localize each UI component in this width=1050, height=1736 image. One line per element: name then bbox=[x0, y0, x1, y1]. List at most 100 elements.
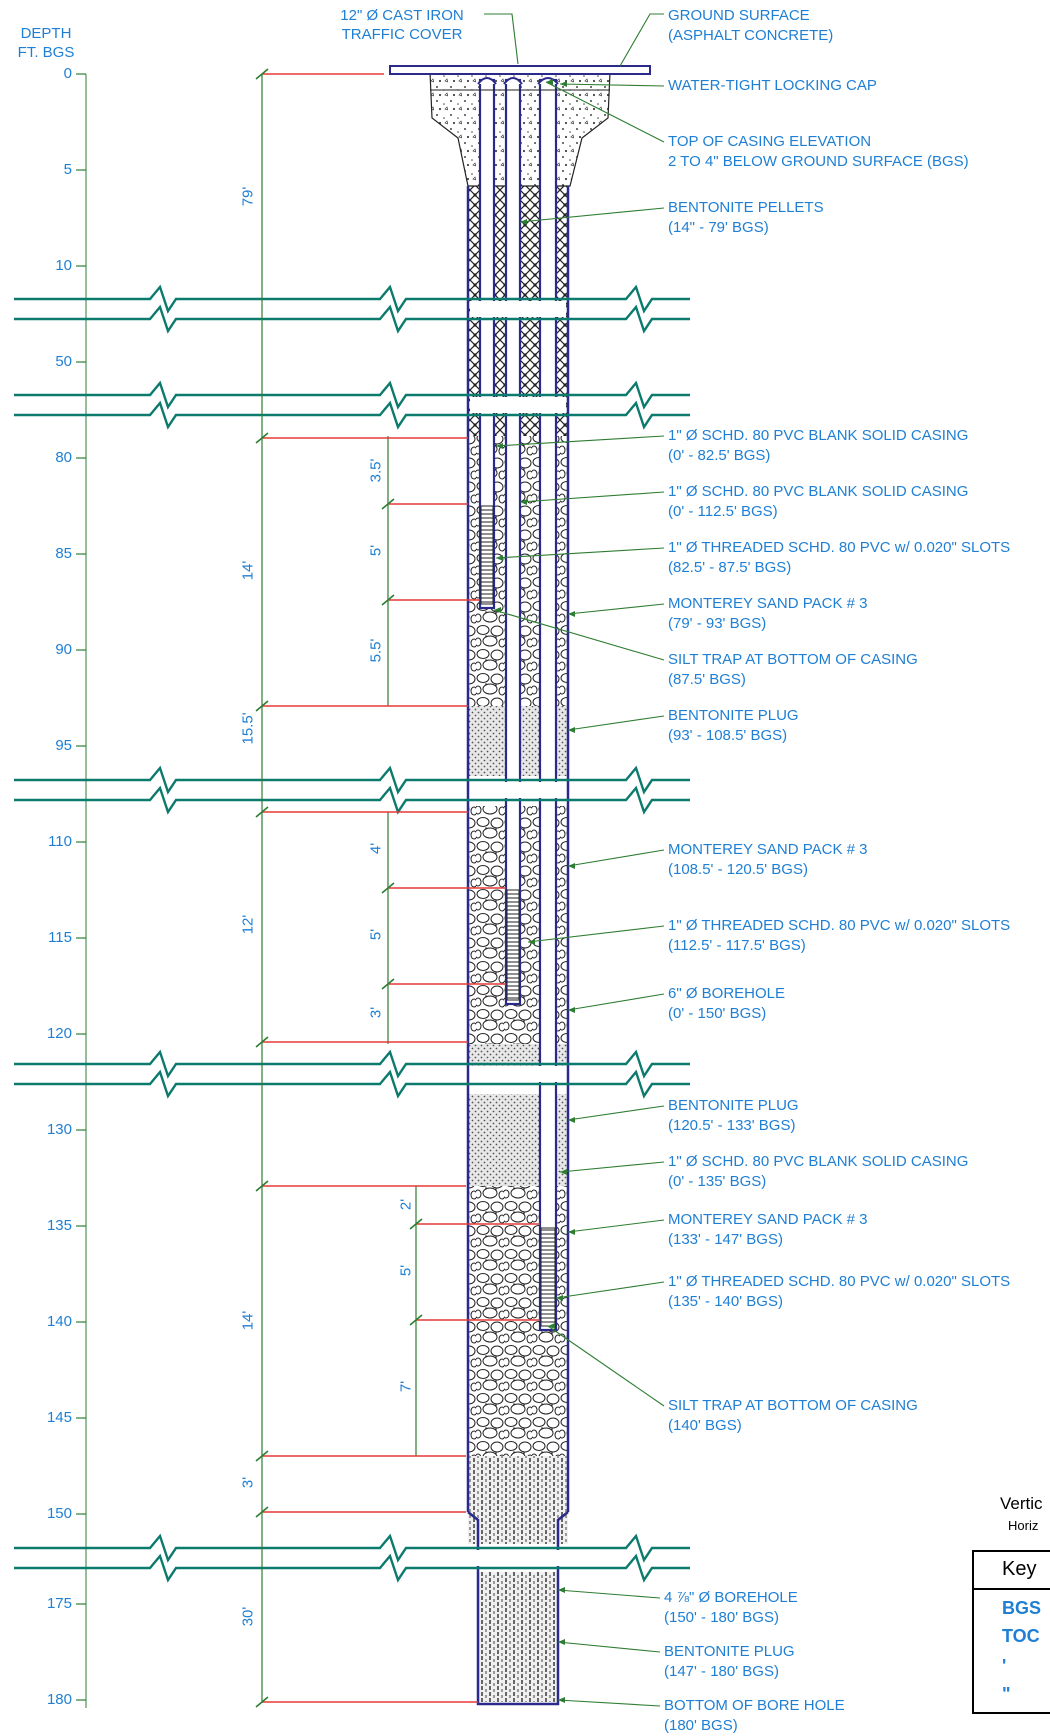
tick-mark bbox=[255, 1696, 269, 1708]
tick-mark bbox=[255, 806, 269, 818]
leader-line bbox=[567, 993, 665, 1011]
leader-arrow bbox=[558, 1697, 565, 1703]
tick-mark bbox=[255, 68, 269, 80]
leader-arrow bbox=[568, 1229, 575, 1235]
break-line bbox=[14, 765, 690, 795]
traffic-cover-line-2: TRAFFIC COVER bbox=[341, 26, 463, 43]
dimension-label: 30' bbox=[239, 1606, 257, 1627]
annotation: 1" Ø SCHD. 80 PVC BLANK SOLID CASING(0' … bbox=[668, 426, 968, 466]
tick-mark bbox=[381, 594, 395, 606]
annotation: BENTONITE PLUG(93' - 108.5' BGS) bbox=[668, 706, 799, 746]
cap-2 bbox=[503, 77, 523, 85]
bentonite-plug-fill-5 bbox=[478, 1572, 558, 1702]
annotation-line: (150' - 180' BGS) bbox=[664, 1609, 779, 1626]
depth-header: DEPTH FT. BGS bbox=[8, 24, 84, 62]
leader-line bbox=[567, 1219, 665, 1233]
leader-line bbox=[559, 83, 665, 87]
tick-mark bbox=[409, 1218, 423, 1230]
leader-line bbox=[519, 207, 665, 223]
annotation: 6" Ø BOREHOLE(0' - 150' BGS) bbox=[668, 984, 785, 1024]
annotation: MONTEREY SAND PACK # 3(133' - 147' BGS) bbox=[668, 1210, 868, 1250]
tick-mark bbox=[255, 1450, 269, 1462]
leader-ground-surface bbox=[619, 13, 664, 67]
key-table: Key BGS TOC ' " bbox=[972, 1550, 1050, 1714]
ground-surface-line-1: GROUND SURFACE bbox=[668, 7, 810, 24]
annotation-line: MONTEREY SAND PACK # 3 bbox=[668, 1211, 868, 1228]
dimension-label: 12' bbox=[239, 914, 257, 935]
depth-label: 135 bbox=[46, 1217, 72, 1234]
annotation-line: 1" Ø SCHD. 80 PVC BLANK SOLID CASING bbox=[668, 1153, 969, 1170]
bentonite-plug-fill-4 bbox=[468, 1456, 568, 1544]
tick-mark bbox=[255, 700, 269, 712]
depth-label: 115 bbox=[48, 929, 72, 946]
annotation: BENTONITE PLUG(147' - 180' BGS) bbox=[664, 1642, 795, 1682]
screen-3 bbox=[540, 1227, 556, 1327]
annotation-line: 1" Ø THREADED SCHD. 80 PVC w/ 0.020" SLO… bbox=[668, 917, 1011, 934]
break-gap bbox=[470, 1550, 566, 1566]
annotation: 1" Ø THREADED SCHD. 80 PVC w/ 0.020" SLO… bbox=[668, 538, 1010, 578]
dimension-label: 5' bbox=[367, 928, 385, 941]
tick-mark bbox=[255, 1506, 269, 1518]
break-gap bbox=[470, 301, 566, 317]
tick-mark bbox=[381, 882, 395, 894]
annotation-line: BENTONITE PELLETS bbox=[668, 199, 824, 216]
leader-line bbox=[567, 1105, 665, 1121]
annotation-line: (87.5' BGS) bbox=[668, 671, 746, 688]
leader-line bbox=[559, 1161, 665, 1173]
depth-label: 80 bbox=[55, 449, 72, 466]
depth-label: 175 bbox=[46, 1595, 72, 1612]
annotation: 4 ⅞" Ø BOREHOLE(150' - 180' BGS) bbox=[664, 1588, 798, 1628]
annotation-line: (147' - 180' BGS) bbox=[664, 1663, 779, 1680]
vertical-scale-label: Vertic bbox=[1000, 1494, 1043, 1513]
key-item-toc: TOC bbox=[1002, 1626, 1040, 1646]
depth-label: 150 bbox=[46, 1505, 72, 1522]
leader-arrow bbox=[494, 607, 501, 613]
annotation: 1" Ø THREADED SCHD. 80 PVC w/ 0.020" SLO… bbox=[668, 916, 1010, 956]
tick-mark bbox=[409, 1314, 423, 1326]
leader-lines bbox=[484, 13, 665, 1707]
annotation: 1" Ø SCHD. 80 PVC BLANK SOLID CASING (0' … bbox=[668, 1152, 968, 1192]
annotation: BENTONITE PELLETS(14" - 79' BGS) bbox=[668, 198, 824, 238]
annotation-line: 1" Ø THREADED SCHD. 80 PVC w/ 0.020" SLO… bbox=[668, 539, 1011, 556]
tick-mark bbox=[255, 432, 269, 444]
annotation-line: (82.5' - 87.5' BGS) bbox=[668, 559, 792, 576]
leader-arrow bbox=[568, 863, 575, 869]
annotation-line: WATER-TIGHT LOCKING CAP bbox=[668, 77, 877, 94]
break-line bbox=[14, 785, 690, 815]
annotation-line: MONTEREY SAND PACK # 3 bbox=[668, 841, 868, 858]
key-item-bgs: BGS bbox=[1002, 1598, 1042, 1618]
annotation: BENTONITE PLUG(120.5' - 133' BGS) bbox=[668, 1096, 799, 1136]
dimension-label: 15.5' bbox=[239, 712, 257, 745]
break-line bbox=[14, 1069, 690, 1099]
leader-arrow bbox=[496, 555, 503, 561]
annotation-line: (79' - 93' BGS) bbox=[668, 615, 767, 632]
leader-line bbox=[495, 547, 665, 559]
leader-arrow bbox=[520, 499, 527, 505]
annotation: BOTTOM OF BORE HOLE(180' BGS) bbox=[664, 1696, 845, 1736]
depth-label: 145 bbox=[46, 1409, 72, 1426]
dimension-label: 2' bbox=[397, 1198, 415, 1211]
leader-line bbox=[557, 1589, 661, 1599]
annotation-line: (180' BGS) bbox=[664, 1717, 738, 1734]
leader-line bbox=[567, 849, 665, 867]
annotation-line: 2 TO 4" BELOW GROUND SURFACE (BGS) bbox=[668, 153, 969, 170]
annotation-line: (140' BGS) bbox=[668, 1417, 742, 1434]
annotation-line: TOP OF CASING ELEVATION bbox=[668, 133, 872, 150]
annotation-line: BENTONITE PLUG bbox=[668, 1097, 799, 1114]
leader-line bbox=[567, 715, 665, 731]
key-header: Key bbox=[974, 1552, 1050, 1590]
dimension-label: 3' bbox=[367, 1006, 385, 1019]
annotation-line: 6" Ø BOREHOLE bbox=[668, 985, 786, 1002]
tick-mark bbox=[381, 978, 395, 990]
leader-line bbox=[493, 609, 665, 661]
annotation-line: (0' - 135' BGS) bbox=[668, 1173, 767, 1190]
annotation: SILT TRAP AT BOTTOM OF CASING(87.5' BGS) bbox=[668, 650, 918, 690]
annotation-line: (112.5' - 117.5' BGS) bbox=[668, 937, 806, 954]
annotation-line: 1" Ø THREADED SCHD. 80 PVC w/ 0.020" SLO… bbox=[668, 1273, 1011, 1290]
leader-arrow bbox=[548, 1323, 555, 1329]
dimension-label: 7' bbox=[397, 1380, 415, 1393]
depth-label: 0 bbox=[63, 65, 72, 82]
annotation: 1" Ø SCHD. 80 PVC BLANK SOLID CASING(0' … bbox=[668, 482, 968, 522]
tick-mark bbox=[381, 498, 395, 510]
